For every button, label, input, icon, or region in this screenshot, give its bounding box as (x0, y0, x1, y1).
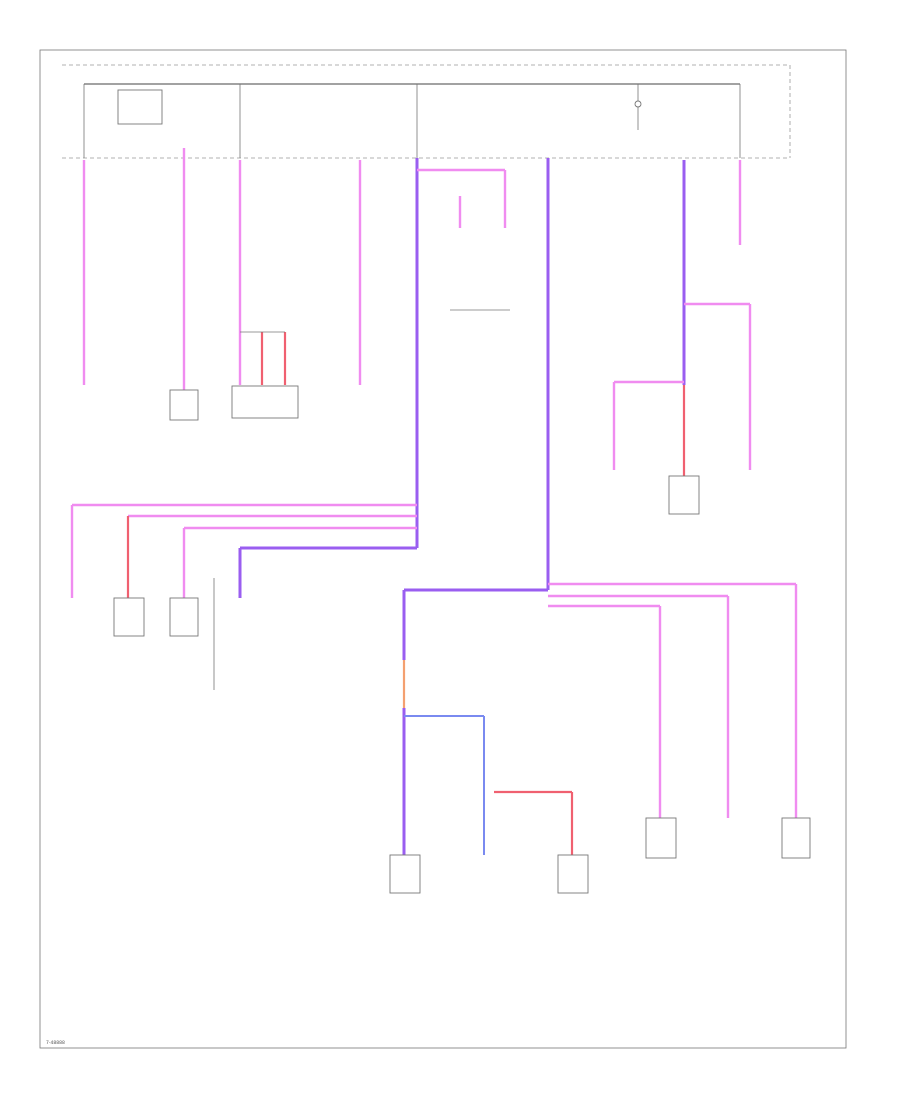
component-box-2 (231, 385, 299, 419)
fuse-box-relay (117, 89, 163, 125)
component-box-1 (169, 389, 199, 421)
component-box-8 (389, 854, 421, 894)
left-circuits (82, 148, 362, 421)
diagram-frame (39, 49, 847, 1049)
left-harness (70, 503, 417, 690)
component-box-4 (169, 597, 199, 637)
bottom-center-circuits (389, 590, 589, 894)
center-purple-feed (415, 158, 510, 548)
component-box-3 (113, 597, 145, 637)
fuse-box (62, 64, 791, 159)
component-box-7 (781, 817, 811, 859)
lower-right-harness (404, 582, 811, 859)
page-code: 7-48888 (46, 1040, 65, 1046)
right-circuits (546, 158, 752, 590)
component-box-5 (668, 475, 700, 515)
fuse-box-ground (634, 100, 642, 108)
component-box-6 (645, 817, 677, 859)
component-box-9 (557, 854, 589, 894)
